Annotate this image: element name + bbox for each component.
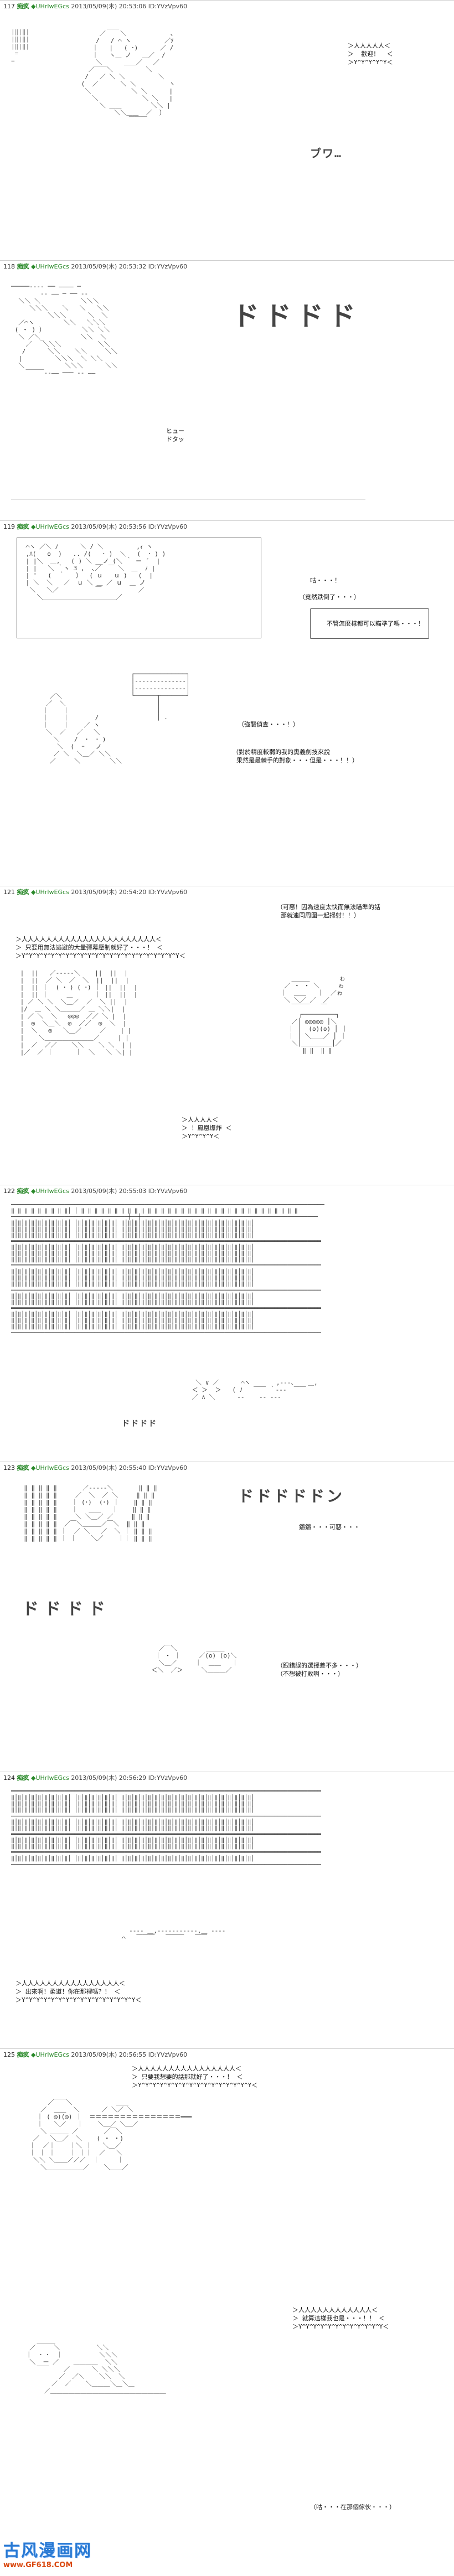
post-number[interactable]: 121: [3, 889, 15, 896]
panel-frame: [17, 538, 261, 638]
post-124: 124 痴疯 ◆UHrIwEGcs 2013/05/09(木) 20:56:29…: [0, 1772, 454, 2048]
post-number[interactable]: 124: [3, 1774, 15, 1782]
post-meta: 2013/05/09(木) 20:55:40 ID:YVzVpv60: [71, 1464, 188, 1472]
poster-trip: ◆UHrIwEGcs: [31, 2051, 69, 2058]
post-header: 124 痴疯 ◆UHrIwEGcs 2013/05/09(木) 20:56:29…: [3, 1773, 187, 1782]
post-header: 118 痴疯 ◆UHrIwEGcs 2013/05/09(木) 20:53:32…: [3, 262, 187, 271]
post-meta: 2013/05/09(木) 20:54:20 ID:YVzVpv60: [71, 889, 188, 896]
sound-effect: ブワ…: [310, 147, 343, 160]
ascii-art-creatures: ／￣＼ ＿＿＿ ｜ ・ ｜ ／(o) (o)＼ ＼＿／ ｜ ＿＿ ｜ ＜＼ ／＞…: [151, 1645, 238, 1674]
post-119: 119 痴疯 ◆UHrIwEGcs 2013/05/09(木) 20:53:56…: [0, 520, 454, 886]
post-number[interactable]: 123: [3, 1464, 15, 1472]
post-121: 121 痴疯 ◆UHrIwEGcs 2013/05/09(木) 20:54:20…: [0, 886, 454, 1185]
dialogue-line: 咕・・・！: [310, 577, 341, 584]
post-number[interactable]: 125: [3, 2051, 15, 2058]
post-header: 123 痴疯 ◆UHrIwEGcs 2013/05/09(木) 20:55:40…: [3, 1463, 187, 1472]
sound-effect: ドドドド: [233, 301, 362, 332]
sound-effect: ドドドド: [22, 1599, 111, 1619]
post-number[interactable]: 117: [3, 3, 15, 10]
post-meta: 2013/05/09(木) 20:56:29 ID:YVzVpv60: [71, 1774, 188, 1782]
poster-name: 痴疯: [17, 3, 29, 10]
post-123: 123 痴疯 ◆UHrIwEGcs 2013/05/09(木) 20:55:40…: [0, 1462, 454, 1772]
ascii-art-building: ════════════════════════════════════════…: [11, 1789, 321, 1868]
post-number[interactable]: 122: [3, 1188, 15, 1195]
ascii-art-rubble: ‐‐‐‐ ＿,‐‐‐‐‐‐‐‐‐‐‐,＿ ‐‐‐‐ ⌒ ￣￣￣ ￣￣￣ ￣￣: [121, 1927, 226, 1942]
post-118: 118 痴疯 ◆UHrIwEGcs 2013/05/09(木) 20:53:32…: [0, 260, 454, 520]
post-number[interactable]: 118: [3, 263, 15, 270]
dialogue-line: （對於精度較弱的我的奧義劍技來說 果然是最棘手的對象・・・但是・・・！！）: [233, 748, 358, 764]
ascii-art-building: ────────────────────────────────────────…: [11, 1202, 324, 1336]
ascii-art-figure: ／＼ ／ ＼ ｜ ｜ ｜ ｜ / ｜ ｜ ／ ヽ ＼ ／ ／ ＼ ＼ / ･ ･…: [42, 693, 122, 765]
dialogue-line: （可惡！因為速度太快而無法瞄準的話 那就連同周圍一起掃射！！）: [277, 904, 380, 919]
small-text: ヒュー ドタッ: [166, 427, 184, 443]
ascii-art-character: | || ／‐‐‐‐‐＼ || || | | || ／ ＼ ／ ＼ || || …: [20, 969, 138, 1056]
poster-trip: ◆UHrIwEGcs: [31, 523, 69, 530]
speech-bubble: ＞人人人人人人人人人人人人＜ ＞ 就算這樣我也是・・・！！ ＜ ＞Y^Y^Y^Y…: [288, 2304, 394, 2333]
poster-trip: ◆UHrIwEGcs: [31, 263, 69, 270]
poster-name: 痴疯: [17, 1464, 29, 1472]
ascii-art-figure: ＿＿ ／ ＼ 、 / / ⌒ ヽ ／ｿ ｜ | ( ･) ／ / ｜ ヽ＿ ノ …: [81, 23, 177, 123]
post-117: 117 痴疯 ◆UHrIwEGcs 2013/05/09(木) 20:53:06…: [0, 0, 454, 260]
poster-name: 痴疯: [17, 1774, 29, 1782]
post-122: 122 痴疯 ◆UHrIwEGcs 2013/05/09(木) 20:55:03…: [0, 1185, 454, 1462]
dialogue-line: （咕・・・在那個傢伙・・・）: [310, 2503, 395, 2511]
ascii-art-faces: ‖ ‖ ‖ ‖ ‖ ／‐‐‐‐‐＼ ‖ ‖ ‖ ‖ ‖ ‖ ‖ ‖ ／ ＼ ／ …: [24, 1484, 157, 1542]
site-watermark: 古风漫画网 www.GF618.COM: [3, 2541, 114, 2572]
ascii-art-character: ／￣￣＼ ＿＿ ／ ＿＿ ＼ ／ ＼／ ＼ ｜ ( ◎)(◎) ｜ ＝＝＝＝＝＝…: [29, 2099, 192, 2171]
post-meta: 2013/05/09(木) 20:55:03 ID:YVzVpv60: [71, 1188, 188, 1195]
dialogue-line: （跟錯誤的選擇差不多・・・） （不想被打敗啊・・・）: [277, 1662, 362, 1677]
post-meta: 2013/05/09(木) 20:53:32 ID:YVzVpv60: [71, 263, 188, 270]
poster-trip: ◆UHrIwEGcs: [31, 3, 69, 10]
dialogue-line: （強襲偵查・・・！）: [238, 721, 299, 728]
speech-bubble: 不管怎麼樣都可以瞄準了嗎・・・！: [310, 608, 429, 639]
ascii-art-sign: ┌──────────────┐ │‐‐‐‐‐‐‐‐‐‐‐‐‐‐│ │‐‐‐‐‐…: [131, 670, 190, 721]
post-header: 119 痴疯 ◆UHrIwEGcs 2013/05/09(木) 20:53:56…: [3, 522, 187, 531]
post-meta: 2013/05/09(木) 20:53:06 ID:YVzVpv60: [71, 3, 188, 10]
watermark-url[interactable]: www.GF618.COM: [3, 2561, 73, 2569]
sound-effect: ドドドド: [122, 1419, 157, 1428]
speech-bubble: ＞人人人人人人人人人人人人人人人人人人人人人人＜ ＞ 只要用無法逃避的大量彈幕壓…: [11, 933, 190, 962]
speech-bubble: ＞人人人人＜ ＞ ！鳳凰爆炸 ＜ ＞Y^Y^Y^Y＜: [177, 1113, 236, 1143]
post-meta: 2013/05/09(木) 20:53:56 ID:YVzVpv60: [71, 523, 188, 530]
sound-effect: ドドドドドン: [238, 1487, 345, 1505]
ascii-art-speedlines: ─────‐‐‐‐ ── ―――― ─ ‐‐ ―― ─ ── ‐‐ ＼＼ ＼ ＼…: [11, 283, 117, 376]
poster-name: 痴疯: [17, 1188, 29, 1195]
ascii-art-creature: ＿＿＿ ゎ ／ ・ ・ ＼ ゎ ｜ ＿＿ ｜ ／ゎ ＼ ＼／ ／ ／ ￣￣￣ ￣…: [280, 975, 348, 1054]
dialogue-line: 鏘鏘・・・可惡・・・: [299, 1524, 360, 1531]
ascii-art-rubble: ＼ ∨ ／ ⌒ヽ ,-‐‐、 ＿, ＜ ＞ ＞ ( ﾉ ￣￣ ｀‐‐‐ ￣￣ ／…: [192, 1379, 318, 1401]
poster-trip: ◆UHrIwEGcs: [31, 889, 69, 896]
poster-name: 痴疯: [17, 523, 29, 530]
post-header: 117 痴疯 ◆UHrIwEGcs 2013/05/09(木) 20:53:06…: [3, 2, 187, 11]
dialogue-line: （竟然跌倒了・・・）: [299, 593, 360, 601]
post-125: 125 痴疯 ◆UHrIwEGcs 2013/05/09(木) 20:56:55…: [0, 2048, 454, 2536]
speech-bubble: ＞人人人人人人人人人人人人人人人人＜ ＞ 出來啊！柔道！你在那裡嗎？！ ＜ ＞Y…: [11, 1977, 146, 2006]
post-number[interactable]: 119: [3, 523, 15, 530]
ascii-art-decor: |‖|‖| |‖|‖| |‖|‖| = =: [11, 28, 30, 64]
ascii-art-lying-figure: ＿＿＿ ／ ＼ ＼＼ ｜ ･ ･ ｜ ＼＼＼ ＼ ー ／ ＿＿＿＿ ＼＼ ￣￣ …: [25, 2337, 166, 2394]
post-header: 122 痴疯 ◆UHrIwEGcs 2013/05/09(木) 20:55:03…: [3, 1186, 187, 1195]
poster-name: 痴疯: [17, 2051, 29, 2058]
post-header: 121 痴疯 ◆UHrIwEGcs 2013/05/09(木) 20:54:20…: [3, 887, 187, 896]
poster-name: 痴疯: [17, 263, 29, 270]
poster-trip: ◆UHrIwEGcs: [31, 1774, 69, 1782]
ascii-art-faces: ⌒ヽ ／＼ ﾉ ＼ / ＼ ,ｨ ヽ ,ﾊ( o ) .. /( ･ ) ＼ (…: [25, 543, 166, 601]
post-meta: 2013/05/09(木) 20:56:55 ID:YVzVpv60: [71, 2051, 188, 2058]
speech-bubble: ＞人人人人人＜ ＞ 歡迎！ ＜ ＞Y^Y^Y^Y^Y＜: [343, 39, 398, 69]
watermark-title: 古风漫画网: [3, 2541, 92, 2560]
post-header: 125 痴疯 ◆UHrIwEGcs 2013/05/09(木) 20:56:55…: [3, 2050, 187, 2059]
poster-name: 痴疯: [17, 889, 29, 896]
poster-trip: ◆UHrIwEGcs: [31, 1188, 69, 1195]
speech-bubble: ＞人人人人人人人人人人人人人人人人＜ ＞ 只要我想要的話那就好了・・・！ ＜ ＞…: [127, 2062, 262, 2092]
poster-trip: ◆UHrIwEGcs: [31, 1464, 69, 1472]
